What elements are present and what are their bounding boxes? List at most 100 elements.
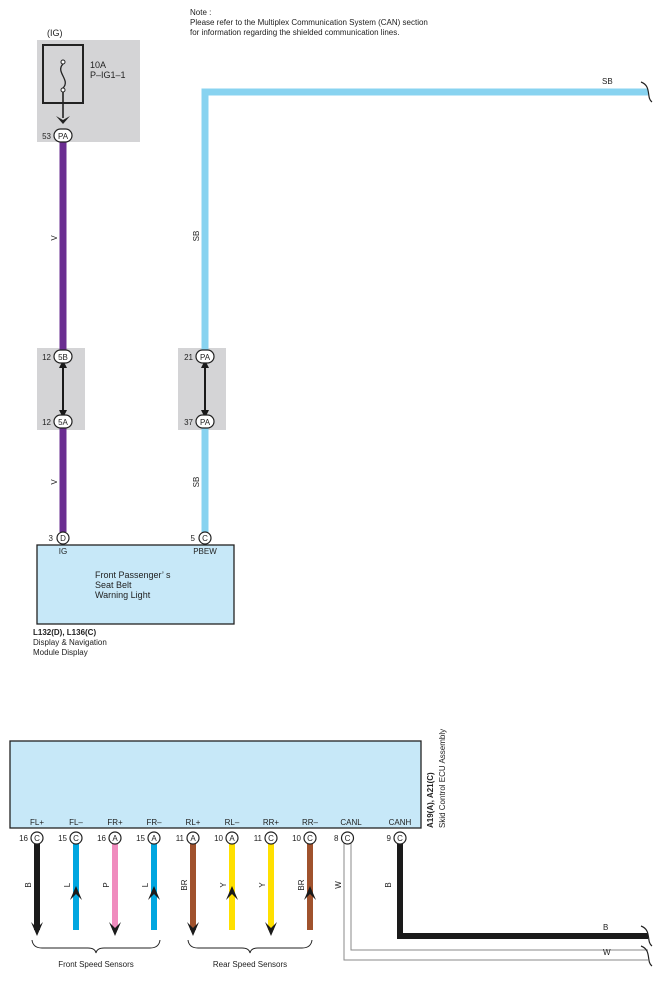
svg-text:12: 12 (42, 353, 51, 362)
ecu-pin-number: 15 (58, 834, 67, 843)
ecu-pin-rrplus: RR+ Y C 11 (254, 818, 280, 936)
ecu-terminal-label: FL– (69, 818, 83, 827)
fuse-icon (60, 63, 66, 89)
svg-text:PA: PA (200, 353, 211, 362)
wire-color-label: Y (258, 882, 267, 888)
ecu-pin-rlminus: RL– Y A 10 (214, 818, 240, 930)
ecu-terminal-label: FR– (146, 818, 162, 827)
ecu-pin-number: 11 (254, 834, 263, 843)
ecu-connector (108, 831, 122, 845)
ecu-connector-code: A (229, 834, 235, 843)
ecu-connector-code: C (73, 834, 79, 843)
wire-label-v-upper: V (50, 235, 59, 241)
connector-53-pa: PA 53 (42, 128, 73, 143)
ecu-pin-frplus: FR+ P A 16 (97, 818, 123, 936)
wire-sb (201, 88, 648, 532)
ecu-connector-code: C (397, 834, 403, 843)
ecu-box (9, 740, 422, 829)
connector-21-pa: PA 21 (184, 349, 215, 364)
arrow-up-icon (304, 886, 316, 900)
terminal-pbew: PBEW (193, 547, 217, 556)
svg-text:C: C (202, 534, 208, 543)
front-sensors-bracket (31, 939, 161, 954)
wire-color-label: BR (180, 879, 189, 890)
ecu-connector-code: A (151, 834, 157, 843)
ecu-pin-number: 15 (136, 834, 145, 843)
display-module: IG PBEW Front Passenger’ s Seat Belt War… (33, 544, 235, 657)
svg-text:5: 5 (191, 534, 196, 543)
arrow-down-icon (187, 922, 199, 936)
svg-text:5B: 5B (58, 353, 68, 362)
ecu-code: A19(A), A21(C) (426, 772, 435, 828)
display-module-name-2: Module Display (33, 648, 88, 657)
ecu-pin-canh: CANH B C9 (384, 818, 412, 888)
ecu-name: Skid Control ECU Assembly (438, 729, 447, 828)
ecu-pin-number: 10 (292, 834, 301, 843)
wire-label-canh-end: B (603, 923, 608, 932)
wire-color-label: L (141, 882, 150, 887)
ecu-pin-number: 9 (387, 834, 392, 843)
ecu-connector (186, 831, 200, 845)
ecu-terminal-label: CANL (340, 818, 362, 827)
wire-color-label: B (384, 882, 393, 887)
ecu-connector-code: C (34, 834, 40, 843)
svg-text:D: D (60, 534, 66, 543)
ecu-connector (69, 831, 83, 845)
ecu-connector (303, 831, 317, 845)
ecu-connector-code: A (190, 834, 196, 843)
ecu-pin-canl: CANL W C8 (334, 818, 362, 889)
ecu-connector-code: C (268, 834, 274, 843)
display-module-code: L132(D), L136(C) (33, 628, 96, 637)
ecu-terminal-label: RL– (225, 818, 240, 827)
svg-text:3: 3 (49, 534, 54, 543)
svg-text:37: 37 (184, 418, 193, 427)
svg-text:21: 21 (184, 353, 193, 362)
svg-text:53: 53 (42, 132, 51, 141)
ecu-connector-code: A (112, 834, 118, 843)
wire-color-label: P (102, 882, 111, 887)
fuse-junction-box (37, 40, 140, 142)
rear-sensors-bracket (187, 939, 313, 954)
fuse-block: (IG) 10A P–IG1–1 (37, 28, 140, 142)
ecu-terminal-label: FR+ (107, 818, 123, 827)
wire-label-sb-mid: SB (192, 231, 201, 242)
ecu-connector (340, 831, 355, 845)
ecu-pin-number: 16 (19, 834, 28, 843)
display-module-box (36, 544, 235, 625)
arrow-down-icon (265, 922, 277, 936)
ecu-connector (147, 831, 161, 845)
display-text-3: Warning Light (95, 590, 151, 600)
power-source-label: (IG) (47, 28, 63, 38)
front-sensors-label: Front Speed Sensors (58, 960, 134, 969)
ecu-pin-number: 10 (214, 834, 223, 843)
ecu-pin-number: 11 (176, 834, 185, 843)
wire-color-label: W (334, 881, 343, 889)
arrow-up-icon (226, 886, 238, 900)
wire-color-label: Y (219, 882, 228, 888)
fuse-name: P–IG1–1 (90, 70, 126, 80)
arrow-down-icon (109, 922, 121, 936)
ecu-terminal-label: FL+ (30, 818, 44, 827)
ecu-pin-number: 16 (97, 834, 106, 843)
ecu-connector-code: C (345, 834, 351, 843)
ecu-pins: FL+BC16FL–LC15FR+PA16FR–LA15RL+BRA11RL–Y… (19, 818, 412, 936)
note-line-1: Please refer to the Multiplex Communicat… (190, 18, 428, 27)
wire-color-label: BR (297, 879, 306, 890)
display-text-1: Front Passenger’ s (95, 570, 171, 580)
ecu-connector (393, 831, 407, 845)
svg-text:PA: PA (58, 132, 69, 141)
ecu-terminal-label: RR+ (263, 818, 280, 827)
connector-12-5b: 5B 12 (42, 349, 73, 364)
display-module-name-1: Display & Navigation (33, 638, 107, 647)
skid-control-ecu: A19(A), A21(C) Skid Control ECU Assembly (9, 729, 447, 829)
wire-canl (343, 843, 648, 961)
ecu-terminal-label: CANH (389, 818, 412, 827)
ecu-connector-code: C (307, 834, 313, 843)
connector-37-pa: PA 37 (184, 414, 215, 429)
ecu-connector (264, 831, 278, 845)
connector-12-5a: 5A 12 (42, 414, 73, 429)
note-title: Note : (190, 8, 211, 17)
ecu-pin-number: 8 (334, 834, 339, 843)
